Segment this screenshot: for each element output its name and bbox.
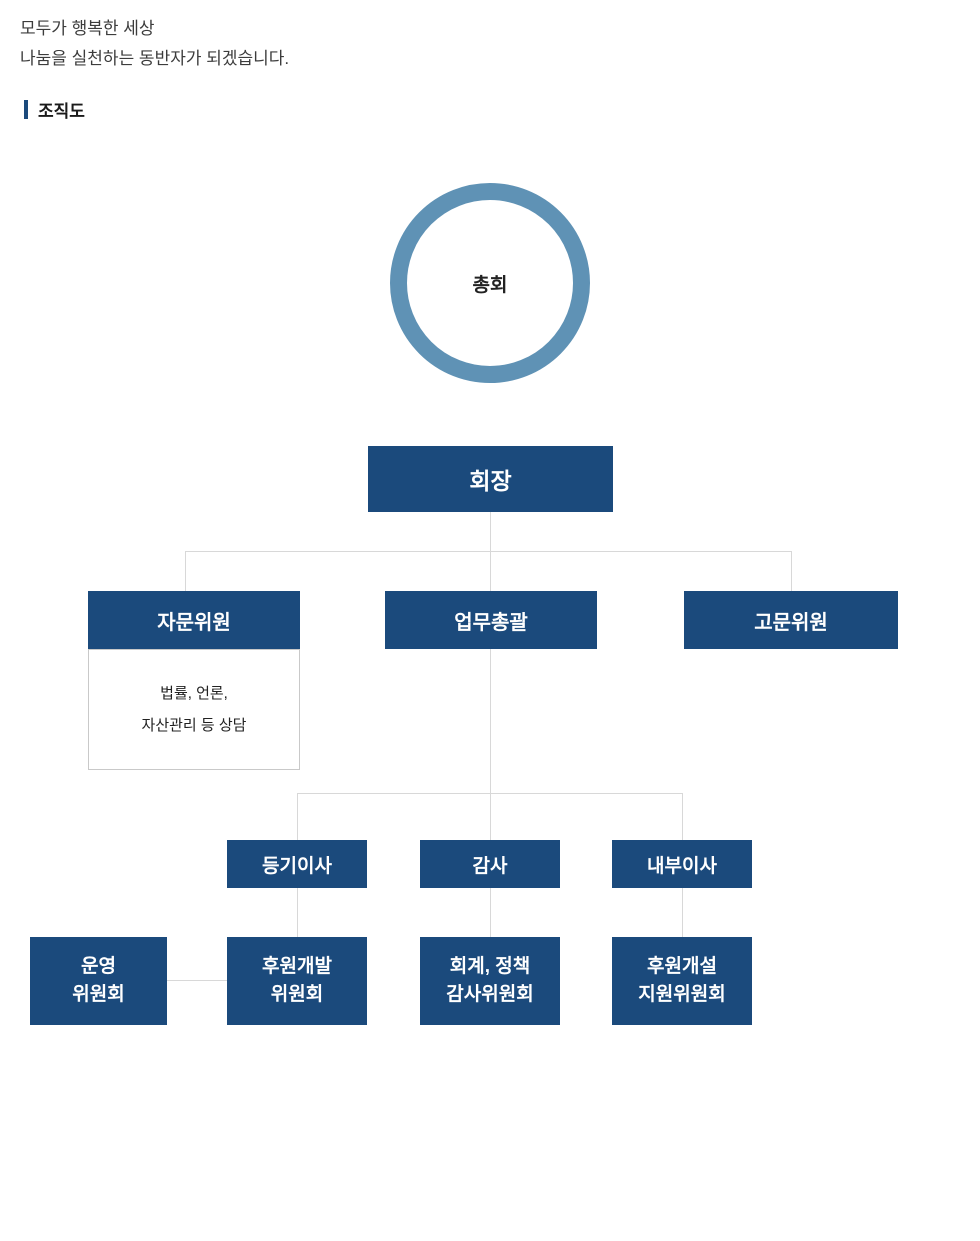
- node-general-assembly: 총회: [390, 183, 590, 383]
- connector-line: [167, 980, 227, 981]
- connector-line: [682, 793, 683, 840]
- node-auditor: 감사: [420, 840, 560, 888]
- node-general-management: 업무총괄: [385, 591, 597, 649]
- connector-line: [490, 512, 491, 551]
- node-senior-advisory: 고문위원: [684, 591, 898, 649]
- connector-line: [297, 793, 682, 794]
- connector-line: [490, 551, 491, 591]
- advisory-note-line-2: 자산관리 등 상담: [141, 716, 247, 734]
- node-internal-director: 내부이사: [612, 840, 752, 888]
- section-title-label: 조직도: [38, 102, 85, 121]
- node-audit-committee-line-1: 회계, 정책: [449, 956, 531, 978]
- node-audit-committee-line-2: 감사위원회: [446, 984, 534, 1005]
- node-internal-director-label: 내부이사: [647, 855, 717, 877]
- connector-line: [791, 551, 792, 591]
- node-sponsorship-support-committee: 후원개설 지원위원회: [612, 937, 752, 1025]
- node-advisory-committee-label: 자문위원: [157, 611, 231, 634]
- intro-line-1: 모두가 행복한 세상: [20, 19, 155, 38]
- node-advisory-committee: 자문위원: [88, 591, 300, 649]
- node-auditor-label: 감사: [472, 855, 508, 877]
- node-sponsorship-support-line-1: 후원개설: [647, 956, 717, 978]
- advisory-note-line-1: 법률, 언론,: [160, 685, 228, 702]
- connector-line: [185, 551, 791, 552]
- node-sponsorship-development-committee: 후원개발 위원회: [227, 937, 367, 1025]
- node-operating-committee: 운영 위원회: [30, 937, 167, 1025]
- intro-text: 모두가 행복한 세상 나눔을 실천하는 동반자가 되겠습니다.: [20, 14, 289, 74]
- connector-line: [297, 888, 298, 937]
- node-sponsorship-support-line-2: 지원위원회: [638, 984, 726, 1005]
- node-sponsorship-development-line-2: 위원회: [270, 984, 324, 1005]
- node-registered-director: 등기이사: [227, 840, 367, 888]
- node-operating-committee-line-1: 운영: [81, 956, 116, 978]
- node-chairman: 회장: [368, 446, 613, 512]
- node-general-management-label: 업무총괄: [454, 611, 528, 634]
- advisory-note: 법률, 언론, 자산관리 등 상담: [88, 649, 300, 770]
- node-operating-committee-line-2: 위원회: [72, 984, 125, 1005]
- node-senior-advisory-label: 고문위원: [754, 611, 828, 634]
- connector-line: [490, 888, 491, 937]
- node-registered-director-label: 등기이사: [262, 855, 332, 877]
- connector-line: [490, 649, 491, 793]
- connector-line: [682, 888, 683, 937]
- connector-line: [490, 793, 491, 840]
- connector-line: [297, 793, 298, 840]
- connector-line: [185, 551, 186, 591]
- node-chairman-label: 회장: [469, 468, 512, 494]
- node-audit-committee: 회계, 정책 감사위원회: [420, 937, 560, 1025]
- intro-line-2: 나눔을 실천하는 동반자가 되겠습니다.: [20, 49, 290, 68]
- node-general-assembly-label: 총회: [472, 274, 508, 296]
- node-sponsorship-development-line-1: 후원개발: [262, 956, 332, 978]
- section-title: 조직도: [24, 97, 85, 122]
- section-title-bar-icon: [24, 100, 28, 119]
